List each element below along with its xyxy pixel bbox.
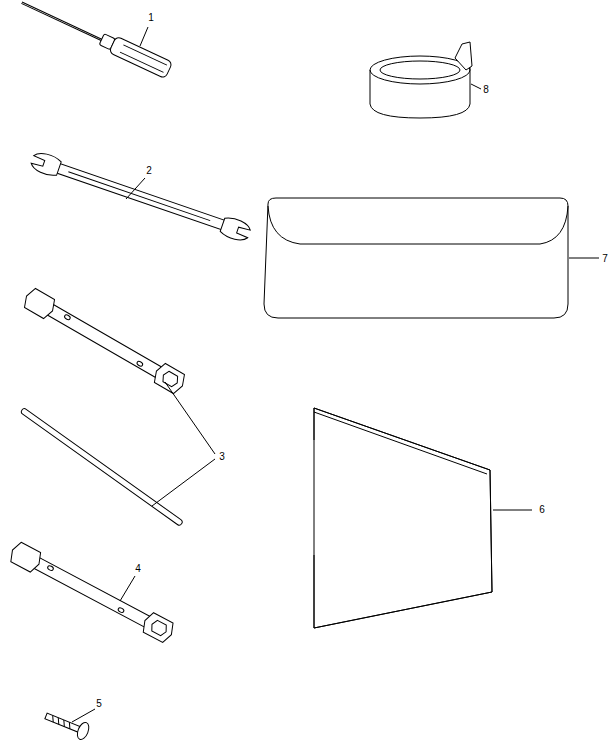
leader-line: [165, 382, 215, 454]
leader-line: [72, 709, 95, 722]
open-end-wrench: [29, 150, 252, 243]
tool-pouch: [264, 198, 568, 318]
leader-line: [152, 459, 215, 506]
callout-number: 3: [219, 451, 225, 463]
screw: [43, 708, 91, 742]
leader-line: [471, 84, 481, 89]
callout-number: 1: [148, 12, 154, 24]
screwdriver: [18, 0, 172, 79]
callout-number: 8: [483, 84, 489, 96]
callout-number: 5: [96, 698, 102, 710]
leader-line: [569, 258, 599, 259]
callout-number: 4: [135, 563, 141, 575]
callout-number: 2: [146, 165, 152, 177]
leader-line: [126, 178, 145, 199]
owners-manual: [314, 408, 492, 628]
leader-line: [120, 576, 135, 601]
box-spanner: [21, 286, 188, 395]
tape-roll: [370, 42, 472, 118]
callout-number: 7: [602, 253, 608, 265]
leader-line: [140, 27, 148, 46]
leader-line: [493, 510, 532, 511]
callout-number: 6: [539, 504, 545, 516]
tommy-bar: [20, 408, 183, 527]
box-spanner: [7, 540, 176, 644]
